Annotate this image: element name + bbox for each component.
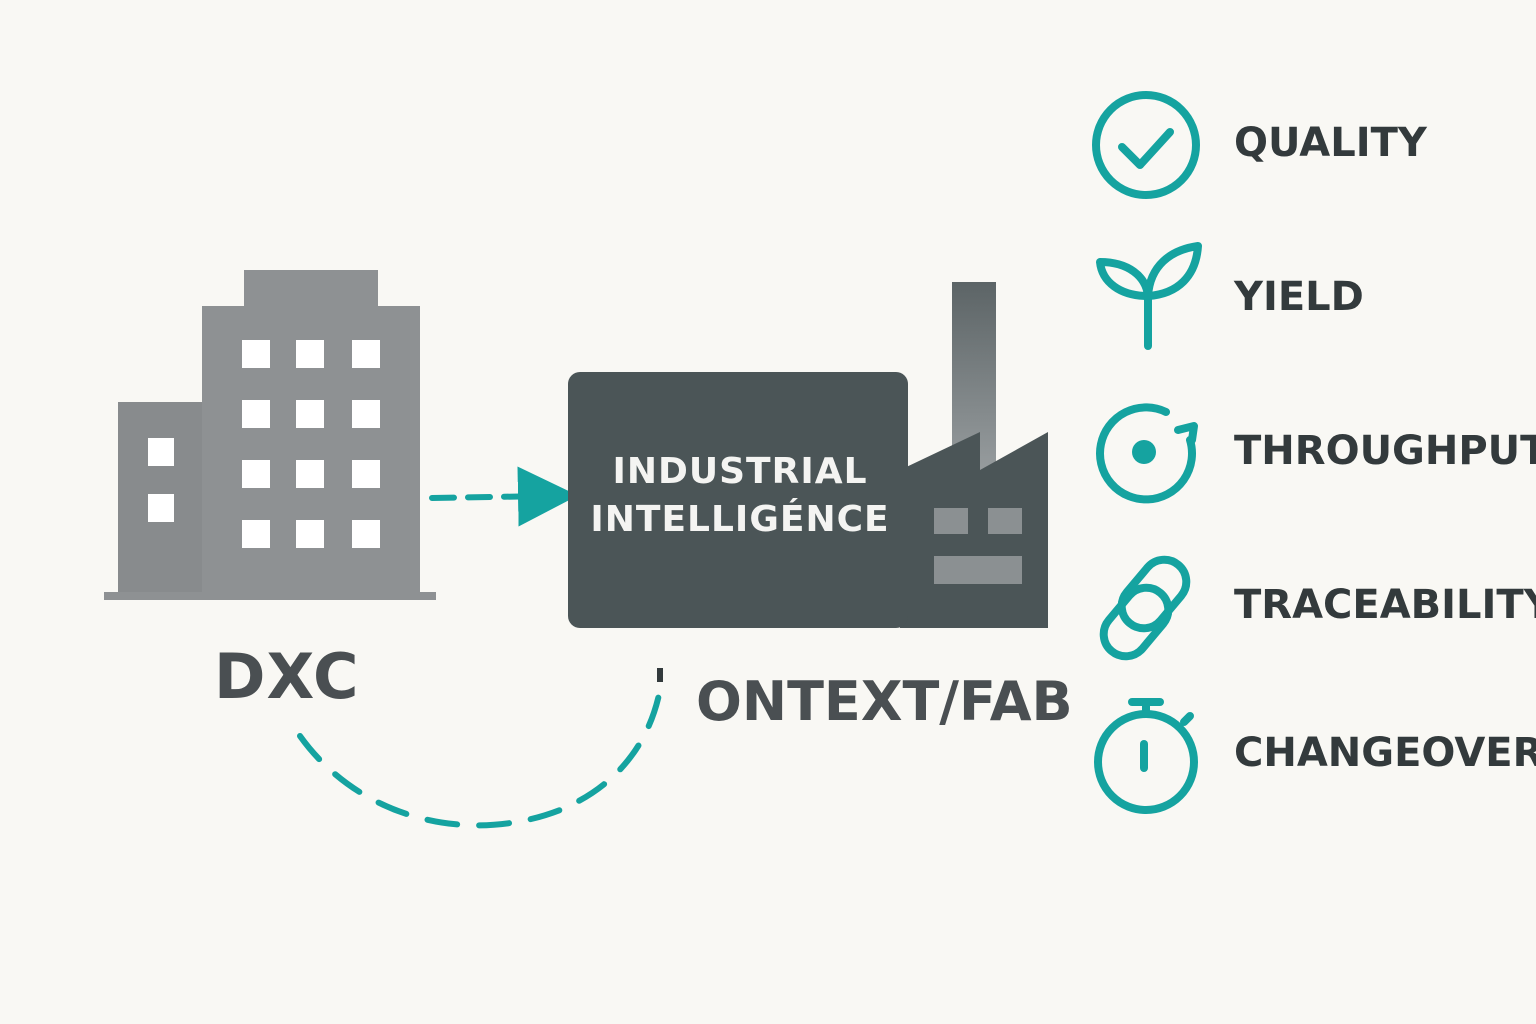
flow-arrow-curved — [297, 668, 663, 829]
stopwatch-icon — [1094, 698, 1198, 814]
dxc-label: DXC — [214, 640, 360, 713]
kpi-label-changeover: CHANGEOVER — [1234, 730, 1536, 776]
factory-title-line2: INTELLIGÉNCE — [590, 499, 890, 540]
kpi-label-traceability: TRACEABILITY — [1234, 582, 1536, 628]
chain-link-icon — [1099, 555, 1191, 661]
kpi-label-yield: YIELD — [1234, 274, 1364, 320]
context-fab-label: ONTEXT/FAB — [696, 670, 1073, 733]
factory-title-line1: INDUSTRIAL — [612, 451, 868, 492]
kpi-label-throughput: THROUGHPUT — [1234, 428, 1536, 474]
sprout-icon — [1096, 242, 1202, 350]
check-circle-icon — [1092, 91, 1200, 199]
factory-title: INDUSTRIAL INTELLIGÉNCE — [580, 448, 900, 544]
kpi-label-quality: QUALITY — [1234, 120, 1427, 166]
cycle-target-icon — [1096, 403, 1198, 504]
office-building-icon — [104, 270, 436, 600]
flow-arrow-straight — [429, 466, 578, 527]
factory-icon — [568, 282, 1048, 628]
